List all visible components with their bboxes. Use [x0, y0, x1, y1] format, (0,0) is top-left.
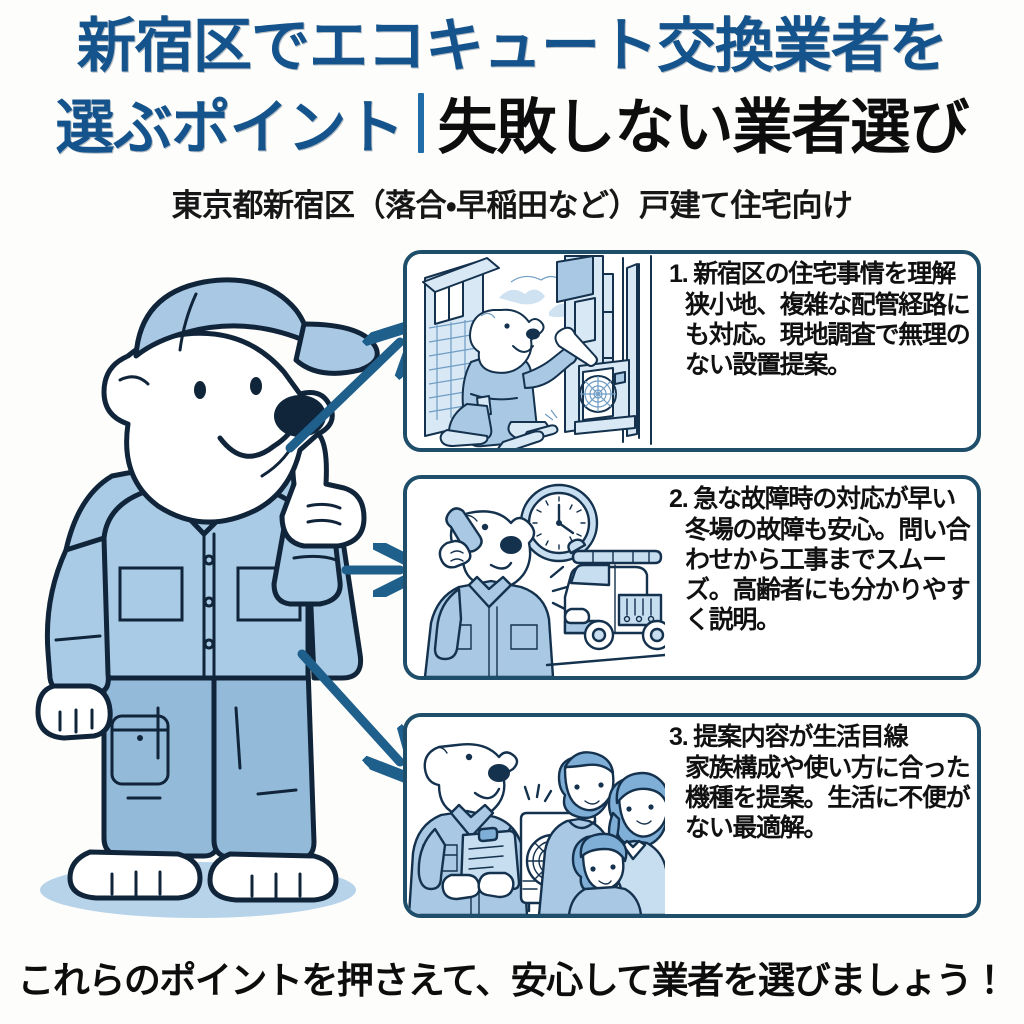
point-card-1[interactable]: .o1 { fill:none; stroke:#14314d; stroke-…	[403, 250, 981, 452]
card-2-description: 冬場の故障も安心。問い合わせから工事までスムーズ。高齢者にも分かりやすく説明。	[685, 516, 971, 634]
point-card-2[interactable]: .o2 { fill:none; stroke:#14314d; stroke-…	[403, 475, 981, 680]
card-3-title: 提案内容が生活目線	[693, 723, 908, 751]
card-1-illustration: .o1 { fill:none; stroke:#14314d; stroke-…	[407, 254, 665, 448]
card-1-text: 1. 新宿区の住宅事情を理解 狭小地、複雑な配管経路にも対応。現地調査で無理のな…	[665, 254, 977, 448]
title-line-1: 新宿区でエコキュート交換業者を	[76, 13, 948, 79]
card-2-text: 2. 急な故障時の対応が早い 冬場の故障も安心。問い合わせから工事までスムーズ。…	[665, 479, 977, 676]
title-line-2-left: 選ぶポイント	[55, 95, 404, 162]
title-line-2-right: 失敗しない業者選び	[437, 94, 970, 162]
card-2-illustration: .o2 { fill:none; stroke:#14314d; stroke-…	[407, 479, 665, 676]
poster-header: 新宿区でエコキュート交換業者を 選ぶポイント 失敗しない業者選び 東京都新宿区（…	[0, 13, 1024, 225]
card-3-number: 3.	[669, 723, 689, 751]
title-line-2: 選ぶポイント 失敗しない業者選び	[0, 79, 1024, 166]
mascot-polar-bear: .ln { fill:none; stroke:#10243a; stroke-…	[8, 238, 398, 938]
footer-message: これらのポイントを押さえて、安心して業者を選びましょう！	[17, 960, 1008, 1001]
point-card-3[interactable]: .o3 { fill:none; stroke:#14314d; stroke-…	[403, 713, 981, 918]
card-1-description: 狭小地、複雑な配管経路にも対応。現地調査で無理のない設置提案。	[685, 291, 971, 379]
card-1-title: 新宿区の住宅事情を理解	[693, 260, 956, 288]
card-3-heading: 3. 提案内容が生活目線	[669, 723, 971, 751]
card-2-number: 2.	[669, 485, 689, 513]
card-2-heading: 2. 急な故障時の対応が早い	[669, 485, 971, 513]
points-card-list: .o1 { fill:none; stroke:#14314d; stroke-…	[403, 250, 983, 922]
card-1-number: 1.	[669, 260, 689, 288]
page-subtitle: 東京都新宿区（落合・早稲田など）戸建て住宅向け	[171, 188, 853, 224]
poster-footer: これらのポイントを押さえて、安心して業者を選びましょう！	[0, 950, 1024, 1004]
card-1-heading: 1. 新宿区の住宅事情を理解	[669, 260, 971, 288]
bear-eye-right	[250, 377, 262, 395]
card-3-description: 家族構成や使い方に合った機種を提案。生活に不便がない最適解。	[685, 754, 971, 842]
bear-eye-left	[194, 381, 206, 399]
bear-nose	[274, 395, 326, 437]
title-divider-bar	[417, 92, 424, 153]
card-2-title: 急な故障時の対応が早い	[693, 485, 956, 513]
card-3-text: 3. 提案内容が生活目線 家族構成や使い方に合った機種を提案。生活に不便がない最…	[665, 717, 977, 914]
card-3-illustration: .o3 { fill:none; stroke:#14314d; stroke-…	[407, 717, 665, 914]
bear-cap-brim	[293, 321, 380, 376]
